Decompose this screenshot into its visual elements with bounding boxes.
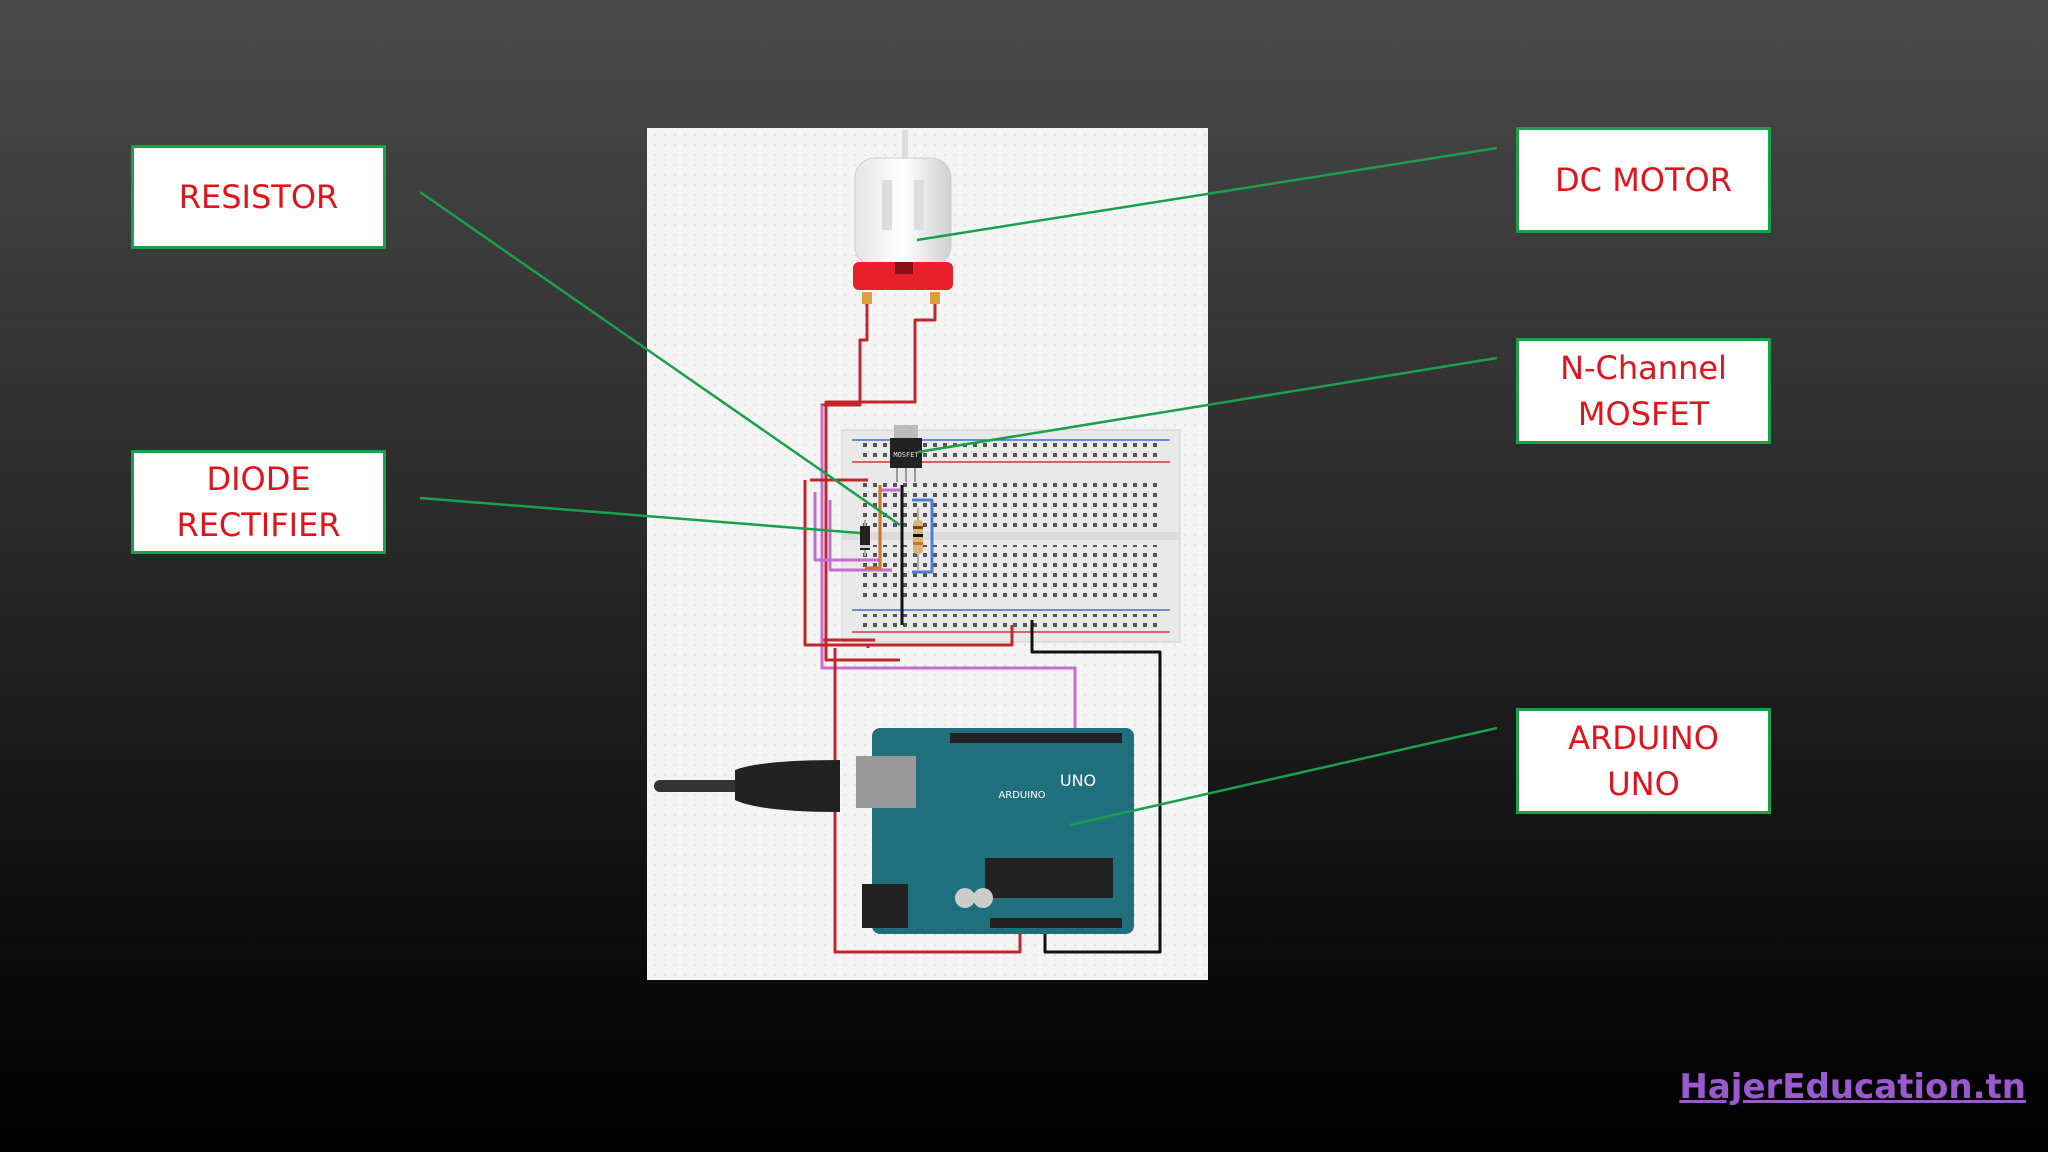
mosfet: MOSFET: [890, 425, 922, 482]
mosfet-label: N-Channel MOSFET: [1516, 338, 1771, 444]
diode-rectifier-label: DIODE RECTIFIER: [131, 450, 386, 554]
resistor: [913, 508, 923, 570]
mosfet-label-line2: MOSFET: [1577, 395, 1710, 433]
diode-label-line2: RECTIFIER: [176, 506, 341, 544]
mosfet-marking: MOSFET: [893, 451, 919, 459]
diode-label-line1: DIODE: [206, 460, 311, 498]
mosfet-label-line1: N-Channel: [1560, 349, 1727, 387]
pointer-lines: [419, 146, 1498, 827]
watermark-link[interactable]: HajerEducation.tn: [1679, 1067, 2026, 1107]
arduino-uno-board: ARDUINO UNO: [856, 728, 1134, 934]
resistor-label: RESISTOR: [131, 145, 386, 249]
arduino-label-line1: ARDUINO: [1568, 719, 1719, 757]
diode: [860, 520, 870, 556]
resistor-label-text: RESISTOR: [178, 178, 339, 216]
motor-label-text: DC MOTOR: [1555, 161, 1732, 199]
usb-cable: [654, 760, 840, 812]
board-brand: ARDUINO: [998, 790, 1045, 801]
arduino-uno-label: ARDUINO UNO: [1516, 708, 1771, 814]
arduino-label-line2: UNO: [1607, 765, 1680, 803]
dc-motor-label: DC MOTOR: [1516, 127, 1771, 233]
board-model: UNO: [1060, 771, 1096, 790]
